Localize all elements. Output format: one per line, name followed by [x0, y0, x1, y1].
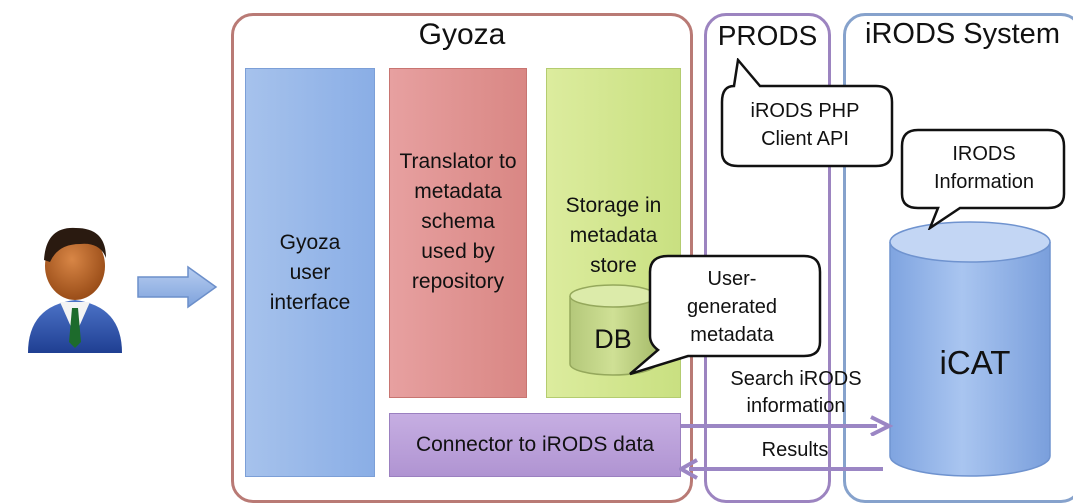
storage-box: Storage in metadata store [546, 68, 681, 398]
connector-box: Connector to iRODS data [389, 413, 681, 477]
results-arrow-label: Results [761, 439, 829, 461]
gyoza-user-interface-label: Gyoza user interface [269, 230, 351, 314]
php-api-callout: iRODS PHP Client API [750, 100, 860, 150]
results-arrow [679, 458, 883, 480]
user-icon [28, 227, 122, 353]
irods-info-callout: IRODS Information [933, 143, 1035, 193]
irods-system-title: iRODS System [865, 18, 1060, 50]
translator-box: Translator to metadata schema used by re… [389, 68, 527, 398]
search-arrow-label: Search iRODS information [730, 368, 862, 417]
connector-label: Connector to iRODS data [415, 433, 655, 456]
search-arrow [681, 415, 893, 436]
user-metadata-callout: User-generated metadata [686, 268, 778, 346]
prods-title: PRODS [717, 20, 818, 51]
gyoza-user-interface-box: Gyoza user interface [245, 68, 375, 477]
php-api-callout-shape [720, 58, 894, 168]
db-label: DB [594, 324, 632, 354]
irods-info-callout-shape [900, 128, 1066, 230]
right-arrow-icon [137, 265, 218, 309]
icat-label: iCAT [939, 344, 1011, 381]
storage-label: Storage in metadata store [565, 194, 662, 277]
icat-database-icon [889, 221, 1051, 477]
gyoza-title: Gyoza [418, 18, 506, 51]
translator-label: Translator to metadata schema used by re… [399, 150, 517, 293]
user-metadata-callout-shape [629, 254, 822, 376]
database-icon [569, 284, 657, 376]
